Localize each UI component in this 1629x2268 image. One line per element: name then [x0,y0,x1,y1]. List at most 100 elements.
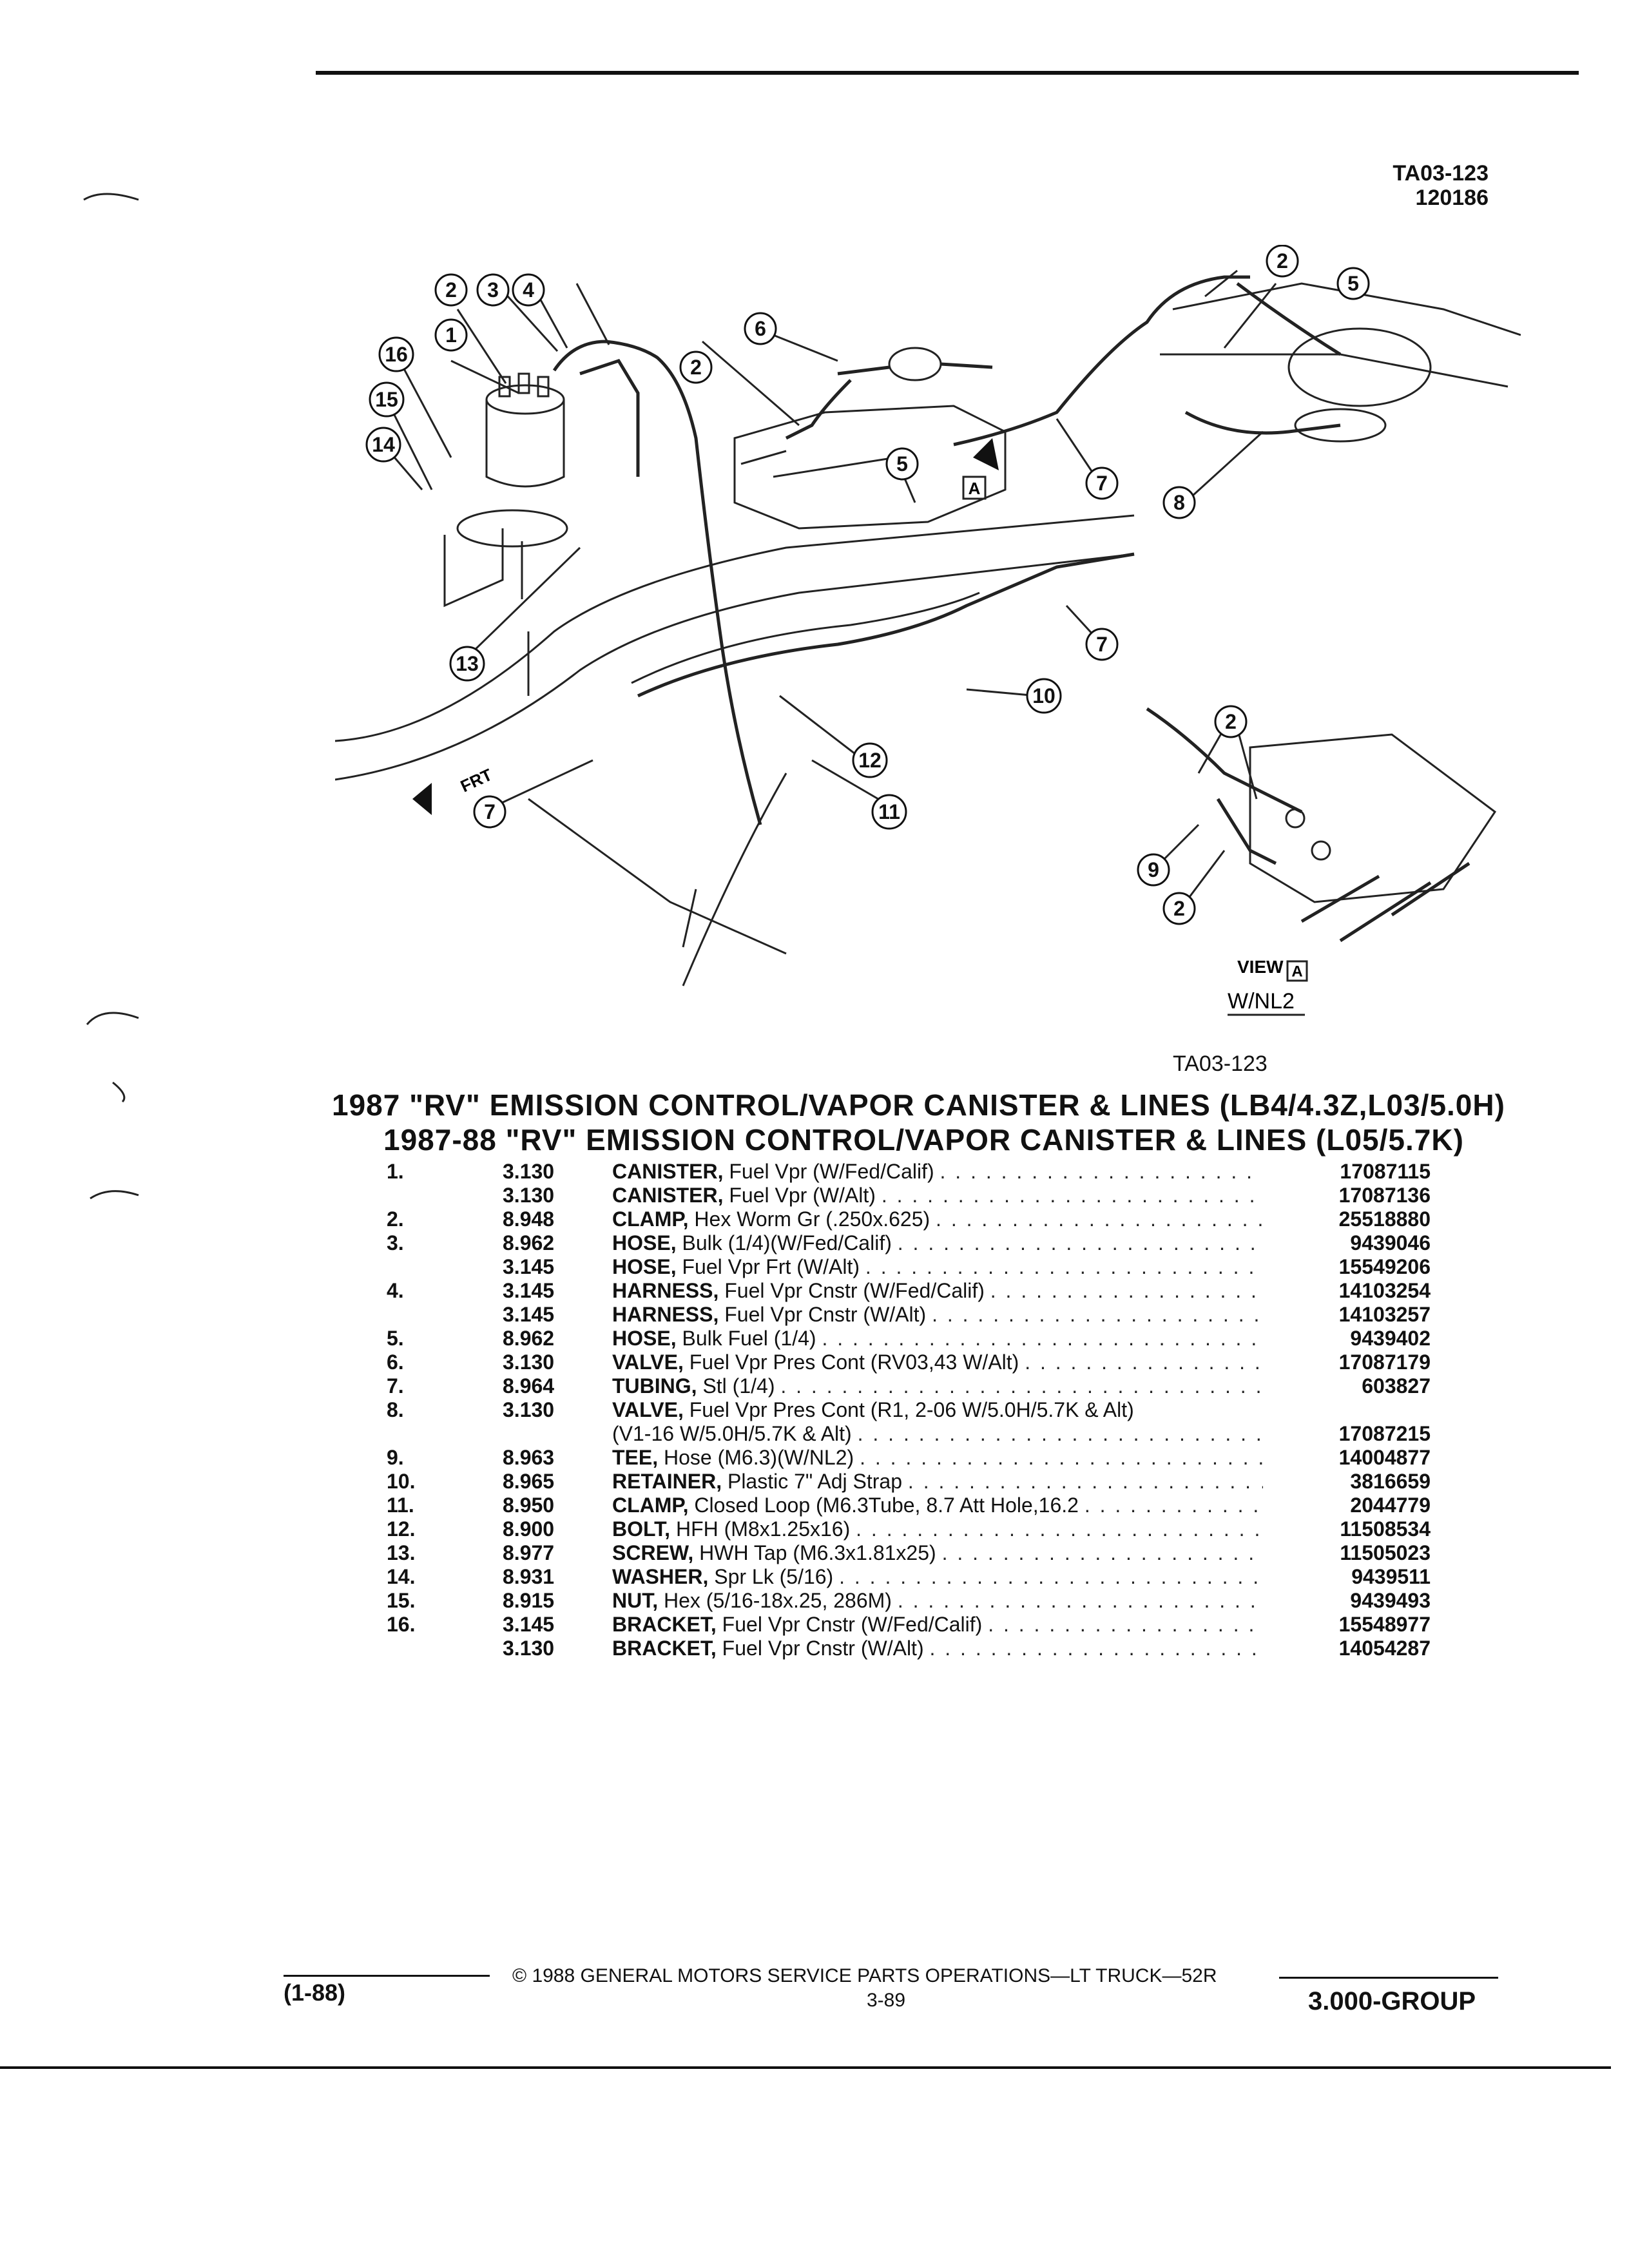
section-title-2: 1987-88 "RV" EMISSION CONTROL/VAPOR CANI… [383,1123,1464,1157]
part-description: (V1-16 W/5.0H/5.7K & Alt) . . . . . . . … [612,1422,1263,1445]
view-label-letter: A [1291,963,1302,981]
svg-text:16: 16 [385,343,408,366]
part-detail: Fuel Vpr Cnstr (W/Fed/Calif) [724,1279,985,1302]
svg-text:14: 14 [372,433,395,456]
group-number: 3.145 [503,1255,555,1278]
figure-code-top: TA03-123 [1393,161,1489,186]
part-name: HOSE, [612,1255,677,1278]
part-detail: Fuel Vpr Cnstr (W/Alt) [722,1637,924,1660]
part-description: HOSE, Bulk Fuel (1/4) . . . . . . . . . … [612,1327,1263,1350]
parts-list-row: 3.145 HARNESS, Fuel Vpr Cnstr (W/Alt) . .… [361,1303,1431,1327]
group-number: 8.931 [503,1565,555,1588]
group-number: 3.145 [503,1303,555,1326]
callout-2a: 2 [434,273,468,307]
part-description: NUT, Hex (5/16-18x.25, 286M) . . . . . .… [612,1589,1263,1612]
ref-number: 2. [387,1207,404,1231]
footer-copyright: © 1988 GENERAL MOTORS SERVICE PARTS OPER… [512,1965,1217,1986]
part-description: HARNESS, Fuel Vpr Cnstr (W/Fed/Calif) . … [612,1279,1263,1302]
part-description: HOSE, Bulk (1/4)(W/Fed/Calif) . . . . . … [612,1231,1263,1254]
leader-lines [382,269,1277,903]
engine-outline [733,405,1007,530]
part-detail: Fuel Vpr Pres Cont (RV03,43 W/Alt) [689,1350,1019,1374]
callout-7c: 7 [473,795,506,829]
footer-date: (1-88) [284,1979,346,2006]
part-description: BRACKET, Fuel Vpr Cnstr (W/Alt) . . . . … [612,1637,1263,1660]
parts-list-row: (V1-16 W/5.0H/5.7K & Alt) . . . . . . . … [361,1422,1431,1446]
figure-code-bottom: TA03-123 [1173,1052,1268,1076]
part-detail: Stl (1/4) [702,1374,775,1398]
svg-text:3: 3 [487,278,499,302]
svg-text:10: 10 [1032,684,1055,707]
footer-rule-left [284,1975,490,1977]
part-name: HARNESS, [612,1303,719,1326]
callout-14: 14 [365,427,401,463]
part-number: 603827 [1362,1374,1431,1398]
part-number: 9439493 [1350,1589,1431,1612]
svg-text:5: 5 [1347,272,1359,295]
callout-10: 10 [1026,678,1062,714]
callout-5b: 5 [1336,267,1370,300]
ref-number: 11. [387,1494,414,1517]
callout-12: 12 [852,742,888,778]
part-detail: Spr Lk (5/16) [714,1565,834,1588]
ref-number: 6. [387,1350,404,1374]
callout-2d: 2 [1214,705,1248,738]
part-name: BOLT, [612,1517,671,1541]
front-vapor-hose [579,358,640,477]
group-number: 3.130 [503,1184,555,1207]
part-number: 17087115 [1340,1160,1431,1183]
ref-number: 10. [387,1470,416,1493]
ref-number: 3. [387,1231,404,1254]
top-rule [316,71,1579,75]
ref-number: 16. [387,1613,416,1636]
part-description: VALVE, Fuel Vpr Pres Cont (R1, 2-06 W/5.… [612,1398,1263,1422]
part-name: CANISTER, [612,1184,724,1207]
callout-15: 15 [369,381,405,418]
callout-2c: 2 [1266,245,1299,278]
ref-number: 7. [387,1374,404,1398]
parts-list-row: 7. 8.964 TUBING, Stl (1/4) . . . . . . . .… [361,1374,1431,1398]
part-detail: Hose (M6.3)(W/NL2) [664,1446,854,1469]
part-number: 2044779 [1350,1494,1431,1517]
fuel-vapor-valve [785,347,993,440]
svg-text:2: 2 [445,278,457,302]
group-number: 8.964 [503,1374,555,1398]
group-number: 3.130 [503,1160,555,1183]
svg-text:7: 7 [1096,633,1108,656]
group-number: 3.130 [503,1350,555,1374]
fuel-tank [1160,282,1521,443]
part-description: RETAINER, Plastic 7" Adj Strap . . . . .… [612,1470,1263,1493]
part-number: 25518880 [1338,1207,1431,1231]
part-description: TUBING, Stl (1/4) . . . . . . . . . . . … [612,1374,1263,1398]
view-sublabel: W/NL2 [1228,989,1295,1014]
part-description: VALVE, Fuel Vpr Pres Cont (RV03,43 W/Alt… [612,1350,1263,1374]
part-description: HARNESS, Fuel Vpr Cnstr (W/Alt) . . . . … [612,1303,1263,1326]
part-detail: Plastic 7" Adj Strap [727,1470,903,1493]
part-detail: Bulk (1/4)(W/Fed/Calif) [682,1231,892,1254]
ref-number: 9. [387,1446,404,1469]
part-name: VALVE, [612,1398,684,1421]
svg-text:2: 2 [690,356,702,379]
part-detail: Bulk Fuel (1/4) [682,1327,816,1350]
ref-number: 5. [387,1327,404,1350]
ref-number: 8. [387,1398,404,1421]
part-description: BRACKET, Fuel Vpr Cnstr (W/Fed/Calif) . … [612,1613,1263,1636]
part-description: BOLT, HFH (M8x1.25x16) . . . . . . . . .… [612,1517,1263,1541]
part-description: CLAMP, Hex Worm Gr (.250x.625) . . . . .… [612,1207,1263,1231]
ref-number: 1. [387,1160,404,1183]
part-detail: HWH Tap (M6.3x1.81x25) [699,1541,936,1564]
ref-number: 12. [387,1517,416,1541]
part-number: 17087215 [1338,1422,1431,1445]
part-detail: Closed Loop (M6.3Tube, 8.7 Att Hole,16.2 [694,1494,1079,1517]
vapor-canister [485,372,565,488]
